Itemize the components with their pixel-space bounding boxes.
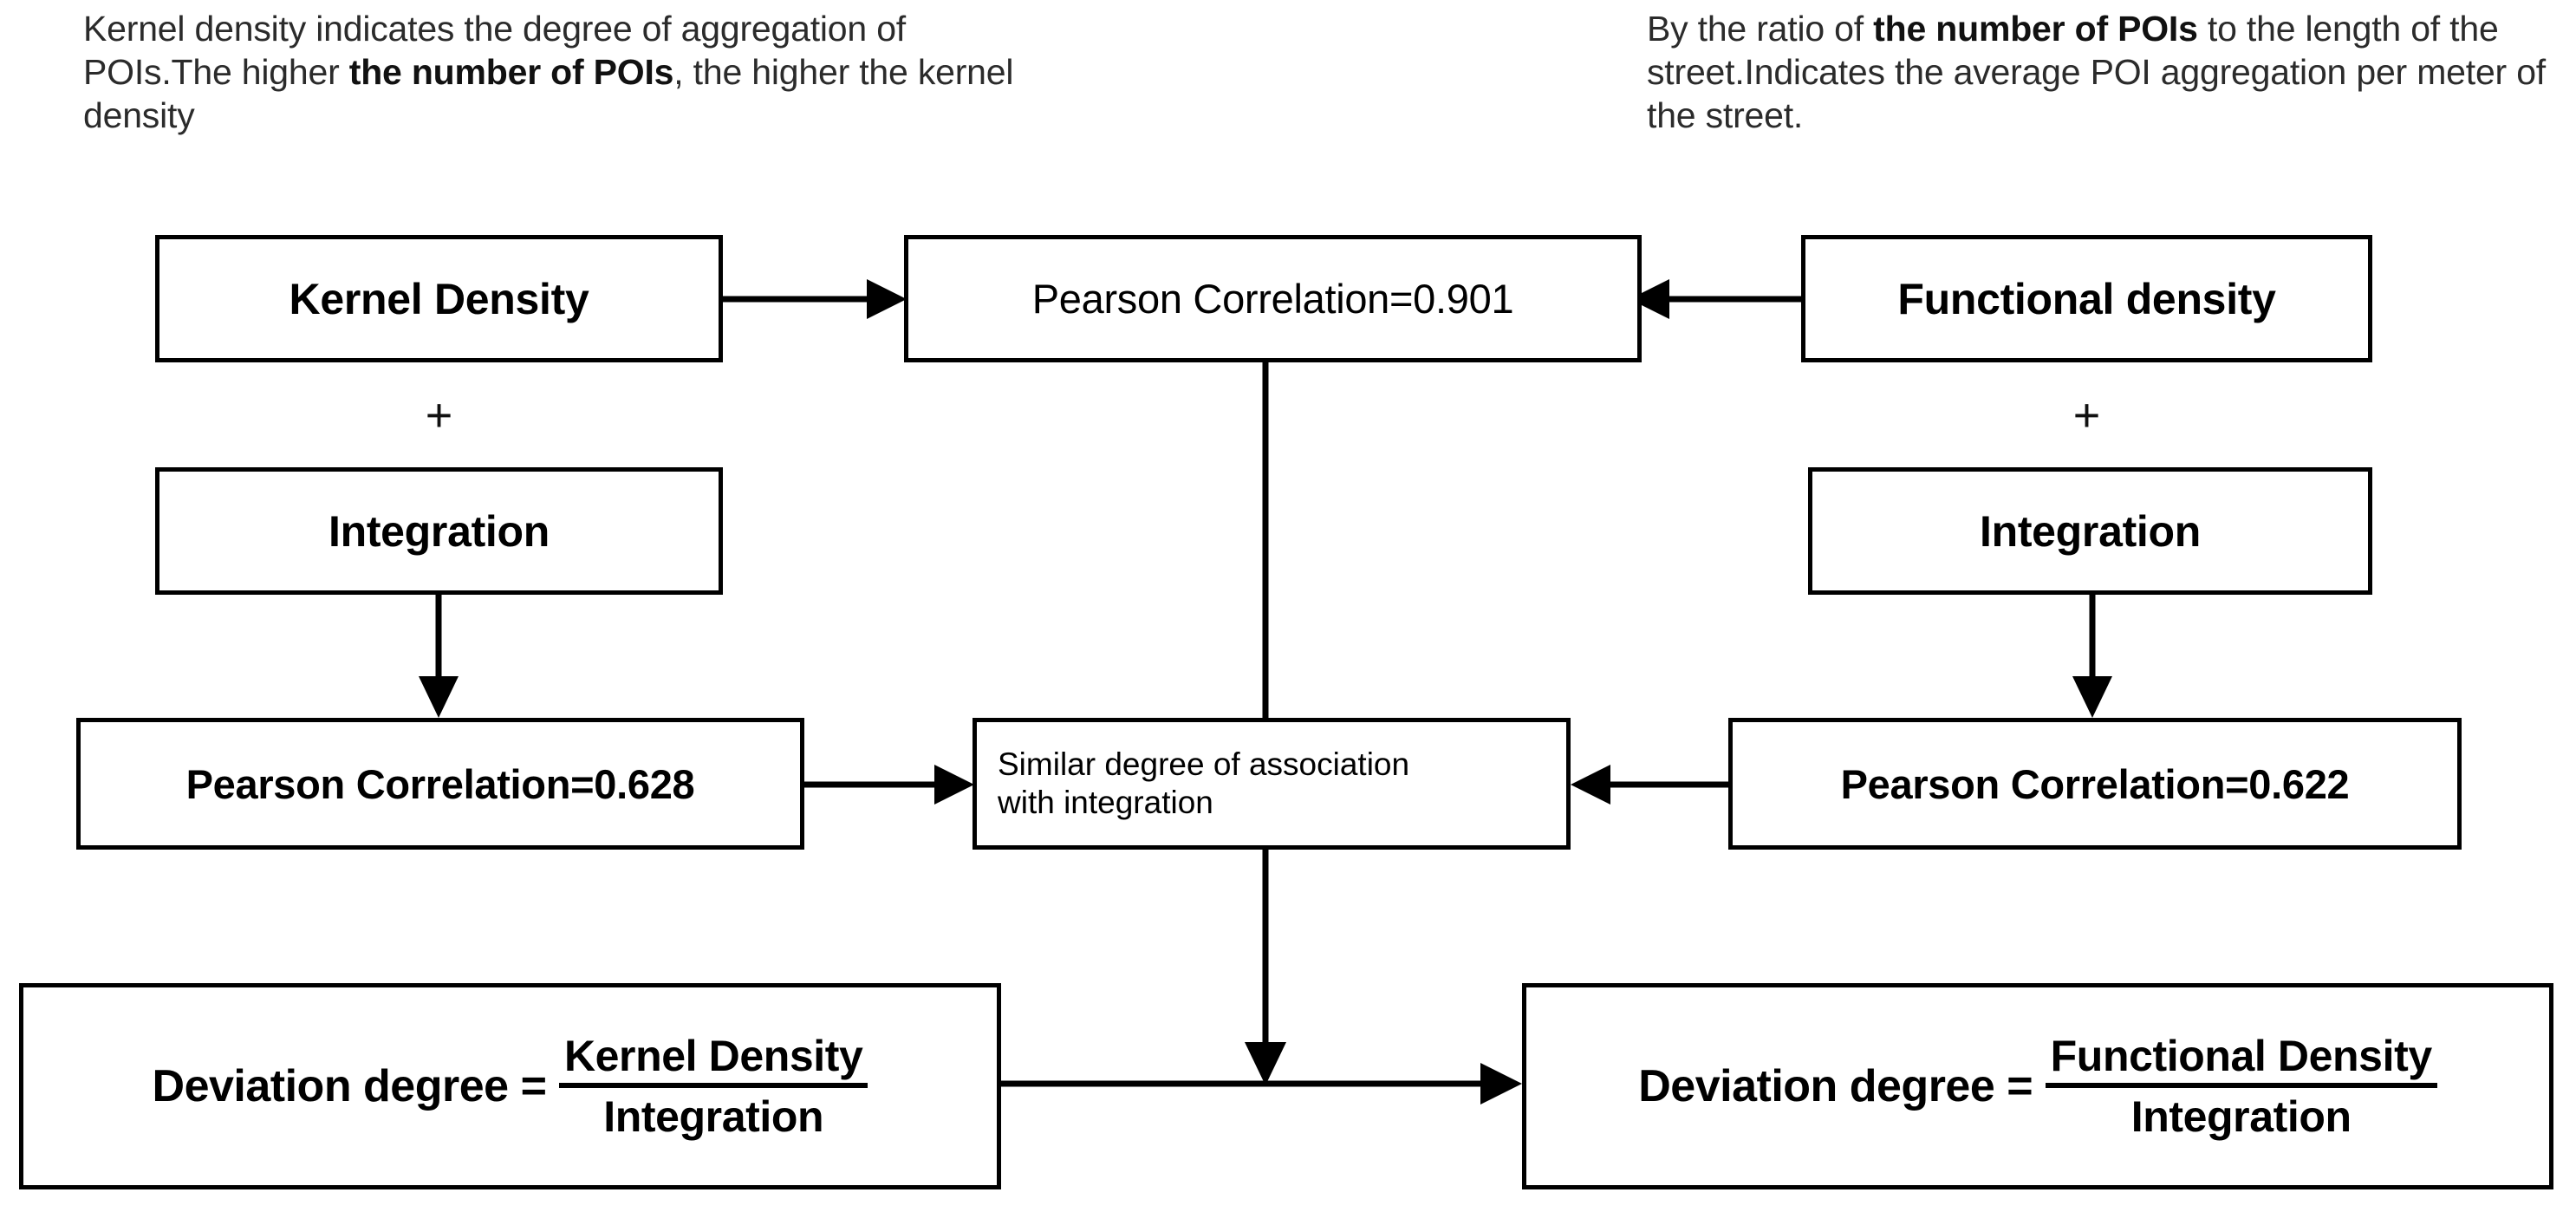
formula-left-denominator: Integration [603,1092,824,1141]
formula-right-numerator: Functional Density [2050,1032,2432,1080]
caption-left-pre: Kernel density indicates the degree of a… [83,9,906,93]
node-similar-degree[interactable]: Similar degree of association with integ… [973,718,1571,850]
formula-left-lhs: Deviation degree [152,1061,510,1111]
node-formula-right[interactable]: Deviation degree = Functional Density In… [1522,983,2553,1189]
formula-right-denominator: Integration [2130,1092,2352,1141]
caption-left-bold: the number of POIs [348,52,674,93]
caption-left-post: , the higher the kernel density [83,52,1014,136]
caption-right-bold: the number of POIs [1873,9,2198,49]
arrowhead-pearson-left-to-similar [934,765,974,805]
node-similar-degree-line2: with integration [998,785,1213,820]
node-pearson-correlation-right[interactable]: Pearson Correlation=0.622 [1728,718,2462,850]
plus-operator-left-label: + [425,389,453,441]
node-similar-degree-line1: Similar degree of association [998,746,1410,783]
arrowhead-similar-to-bottom [1245,1042,1286,1085]
caption-left: Kernel density indicates the degree of a… [83,7,1054,137]
node-pearson-correlation-right-label: Pearson Correlation=0.622 [1840,760,2350,807]
node-similar-degree-label: Similar degree of association with integ… [998,746,1409,821]
formula-left-numerator: Kernel Density [563,1032,863,1080]
node-pearson-correlation-left[interactable]: Pearson Correlation=0.628 [76,718,804,850]
arrowhead-integration-right-to-pearson-right [2072,676,2112,718]
formula-right-lhs: Deviation degree [1638,1061,1995,1111]
node-pearson-correlation-top[interactable]: Pearson Correlation=0.901 [904,235,1642,362]
formula-right: Deviation degree = Functional Density In… [1638,1031,2437,1142]
node-integration-right-label: Integration [1979,506,2202,556]
formula-right-equals: = [2007,1061,2033,1111]
node-formula-left[interactable]: Deviation degree = Kernel Density Integr… [19,983,1001,1189]
node-functional-density-label: Functional density [1897,274,2276,323]
arrowhead-integration-left-to-pearson-left [419,676,459,718]
caption-right-pre: By the ratio of [1647,9,1874,49]
plus-operator-right: + [1801,392,2372,439]
node-functional-density[interactable]: Functional density [1801,235,2372,362]
formula-left-fraction: Kernel Density Integration [558,1031,868,1142]
node-kernel-density-label: Kernel Density [289,274,589,323]
formula-right-fraction: Functional Density Integration [2045,1031,2437,1142]
node-pearson-correlation-top-label: Pearson Correlation=0.901 [1031,276,1514,322]
node-pearson-correlation-left-label: Pearson Correlation=0.628 [185,760,695,807]
node-integration-left[interactable]: Integration [155,467,723,595]
caption-right-post: to the length of the street.Indicates th… [1647,9,2546,136]
arrowhead-formula-left-to-right [1480,1063,1522,1104]
node-integration-right[interactable]: Integration [1808,467,2372,595]
formula-left-equals: = [520,1061,547,1111]
plus-operator-left: + [155,392,723,439]
formula-left: Deviation degree = Kernel Density Integr… [153,1031,868,1142]
formula-right-fraction-bar [2045,1083,2437,1088]
formula-left-fraction-bar [558,1083,868,1088]
arrowhead-kernel-to-pearson-top [867,279,907,319]
caption-right: By the ratio of the number of POIs to th… [1647,7,2566,137]
arrowhead-pearson-right-to-similar [1571,765,1610,805]
node-kernel-density[interactable]: Kernel Density [155,235,723,362]
node-integration-left-label: Integration [328,506,550,556]
plus-operator-right-label: + [2072,389,2101,441]
